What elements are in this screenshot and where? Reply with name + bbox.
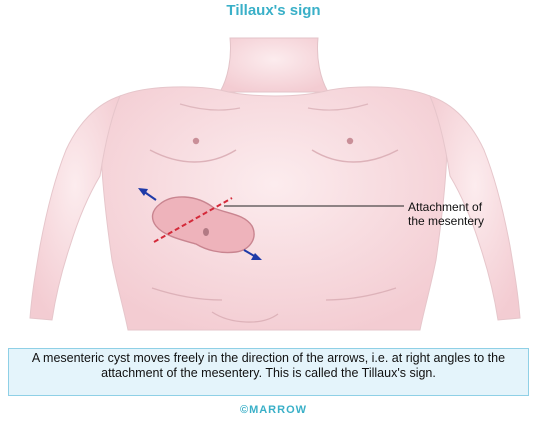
umbilicus bbox=[203, 228, 209, 236]
callout-label-text: Attachment of the mesentery bbox=[408, 200, 485, 228]
brand-logo-text: ©MARROW bbox=[239, 404, 308, 416]
left-nipple bbox=[192, 137, 200, 145]
right-nipple bbox=[346, 137, 354, 145]
right-arm bbox=[429, 95, 521, 321]
caption-box: A mesenteric cyst moves freely in the di… bbox=[8, 348, 529, 396]
left-arm bbox=[29, 95, 121, 321]
arrow-up-left-icon bbox=[138, 188, 157, 201]
torso bbox=[101, 86, 447, 331]
arrow-down-right-icon bbox=[243, 249, 262, 260]
mesentery-callout-label: Attachment of the mesentery bbox=[408, 200, 484, 228]
mesentery-attachment-line bbox=[153, 197, 233, 243]
diagram-title: Tillaux's sign bbox=[226, 2, 321, 19]
caption-text: A mesenteric cyst moves freely in the di… bbox=[31, 351, 506, 380]
neck bbox=[219, 37, 329, 93]
